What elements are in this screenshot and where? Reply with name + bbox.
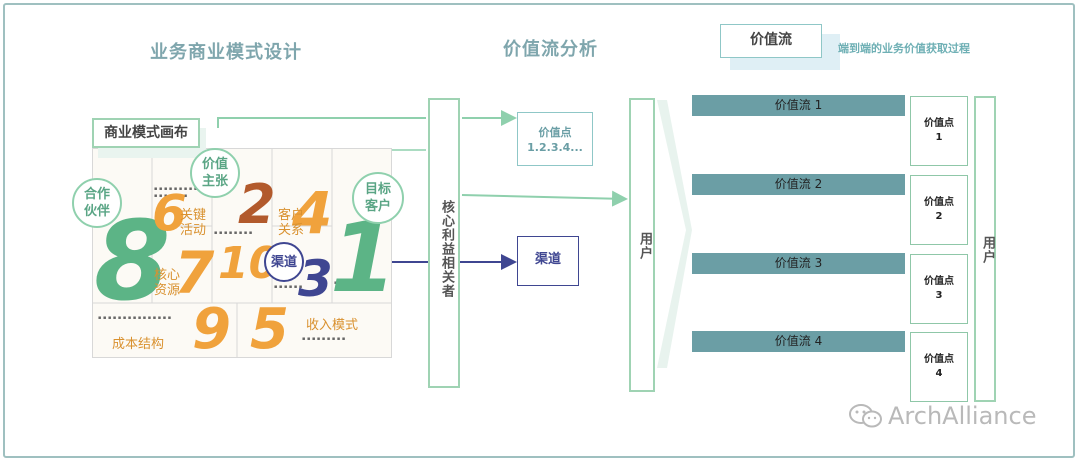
canvas-customer-relationships-label: 客户 关系 xyxy=(278,208,305,238)
watermark-text: ArchAlliance xyxy=(888,402,1037,430)
value-stream-bar-1: 价值流 1 xyxy=(692,95,905,116)
value-point-box-2-label: 价值点 xyxy=(924,197,954,208)
value-point-box-1-label: 价值点 xyxy=(924,118,954,129)
canvas-note: ▪ ▪ ▪ ▪ ▪ ▪ ▪ ▪ ▪ ▪ ▪ ▪ ▪ ▪ ▪ xyxy=(98,315,172,321)
user-box-right: 用户 xyxy=(974,96,996,402)
value-stream-bar-2: 价值流 2 xyxy=(692,174,905,195)
value-stream-bar-3: 价值流 3 xyxy=(692,253,905,274)
value-point-numbers: 1.2.3.4... xyxy=(527,141,583,154)
outer-frame xyxy=(3,3,1075,458)
canvas-number-9: 9 xyxy=(192,297,231,362)
partners-circle: 合作 伙伴 xyxy=(72,178,122,228)
value-point-label: 价值点 xyxy=(538,126,572,139)
value-point-box-3-label: 价值点 xyxy=(924,276,954,287)
canvas-label: 商业模式画布 xyxy=(92,118,200,148)
title-business-model: 业务商业模式设计 xyxy=(150,42,302,63)
canvas-number-7: 7 xyxy=(174,239,215,307)
value-proposition-circle: 价值 主张 xyxy=(190,148,240,198)
canvas-number-2: 2 xyxy=(238,173,276,236)
stakeholders-box: 核心利益相关者 xyxy=(428,98,460,388)
value-point-box-4-label: 价值点 xyxy=(924,354,954,365)
title-value-stream-desc: 端到端的业务价值获取过程 xyxy=(838,42,970,55)
canvas-number-4: 4 xyxy=(292,179,333,247)
channel-circle: 渠道 xyxy=(264,242,304,282)
title-value-stream-analysis: 价值流分析 xyxy=(503,39,598,60)
title-value-stream-box: 价值流 xyxy=(720,24,822,58)
value-point-box-1: 价值点 1 xyxy=(910,96,968,166)
target-customer-circle: 目标 客户 xyxy=(352,172,404,224)
value-point-box-4-num: 4 xyxy=(935,368,943,379)
user-box-left: 用户 xyxy=(629,98,655,392)
channel-box: 渠道 xyxy=(517,236,579,286)
canvas-note: ▪ ▪ ▪ ▪ ▪ ▪ ▪ ▪ ▪ xyxy=(302,336,346,342)
canvas-key-activities-label: 关键 活动 xyxy=(180,208,207,238)
value-point-box: 价值点 1.2.3.4... xyxy=(517,112,593,166)
watermark: ArchAlliance xyxy=(848,402,1036,430)
canvas-area: ▪ ▪ ▪ ▪ ▪ ▪ ▪ ▪ ▪ ▪ ▪ ▪ ▪ ▪ ▪ ▪ ▪ ▪ ▪ ▪ … xyxy=(92,148,397,362)
user-label-left: 用户 xyxy=(637,232,652,260)
value-point-box-3: 价值点 3 xyxy=(910,254,968,324)
canvas-note: ▪ ▪ ▪ ▪ ▪ ▪ ▪ ▪ ▪ xyxy=(154,186,198,192)
canvas-note: ▪ ▪ ▪ ▪ ▪ ▪ ▪ xyxy=(334,280,368,286)
canvas-number-6: 6 xyxy=(152,184,187,242)
canvas-key-resources-label: 核心 资源 xyxy=(154,268,181,298)
canvas-note: ▪ ▪ ▪ ▪ ▪ ▪ xyxy=(274,284,303,290)
canvas-number-1: 1 xyxy=(330,202,397,314)
value-point-box-3-num: 3 xyxy=(935,290,943,301)
canvas-number-5: 5 xyxy=(250,297,289,362)
canvas-revenue-label: 收入模式 xyxy=(306,318,359,333)
canvas-note: ▪ ▪ ▪ ▪ ▪ ▪ ▪ ▪ xyxy=(214,230,253,236)
canvas-note: ▪ ▪ ▪ ▪ ▪ ▪ ▪ xyxy=(154,193,188,199)
stakeholders-label: 核心利益相关者 xyxy=(439,200,454,298)
wechat-icon xyxy=(849,404,882,428)
value-point-box-4: 价值点 4 xyxy=(910,332,968,402)
value-point-box-1-num: 1 xyxy=(935,132,943,143)
canvas-cost-structure-label: 成本结构 xyxy=(112,337,165,352)
value-stream-bar-4: 价值流 4 xyxy=(692,331,905,352)
user-label-right: 用户 xyxy=(980,236,995,264)
value-point-box-2: 价值点 2 xyxy=(910,175,968,245)
value-point-box-2-num: 2 xyxy=(935,211,943,222)
